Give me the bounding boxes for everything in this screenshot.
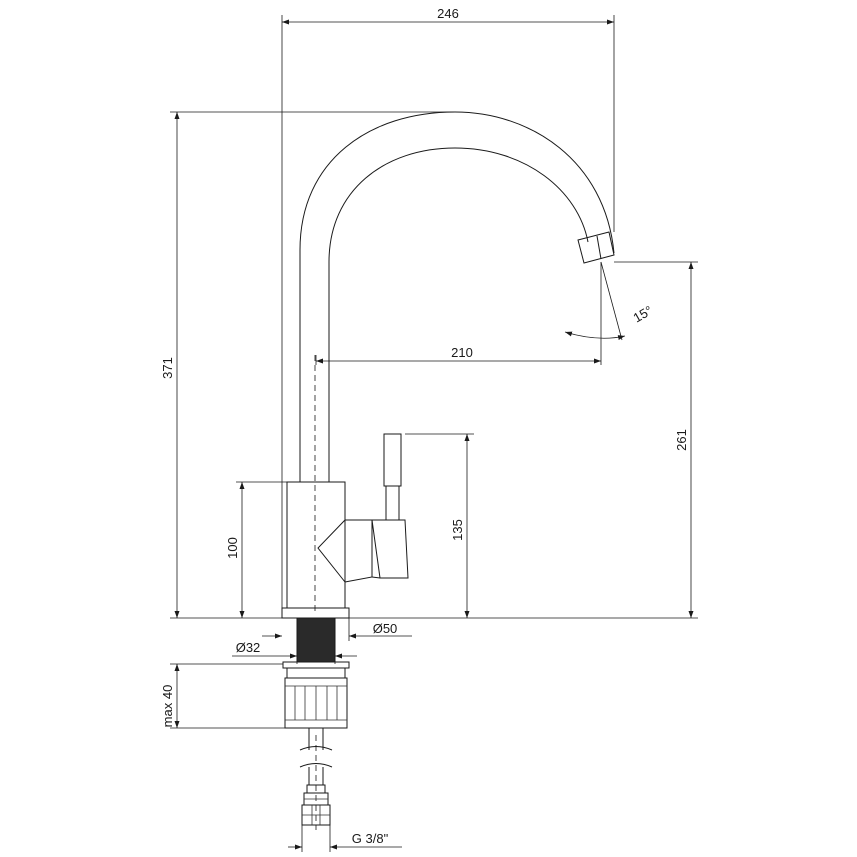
dim-label-15: 15° [630, 303, 655, 326]
dim-label-100: 100 [225, 537, 240, 559]
extension-lines [170, 15, 698, 852]
faucet-body [286, 433, 409, 609]
dim-label-246: 246 [437, 6, 459, 21]
dim-label-135: 135 [450, 519, 465, 541]
dim-label-210: 210 [451, 345, 473, 360]
dim-label-g38: G 3/8" [352, 831, 389, 846]
dim-arc-15 [564, 331, 626, 340]
dim-label-max40: max 40 [160, 685, 175, 728]
dim-label-371: 371 [160, 357, 175, 379]
dim-label-d32: Ø32 [236, 640, 261, 655]
dim-label-261: 261 [674, 429, 689, 451]
faucet-base [281, 607, 350, 830]
dim-label-d50: Ø50 [373, 621, 398, 636]
